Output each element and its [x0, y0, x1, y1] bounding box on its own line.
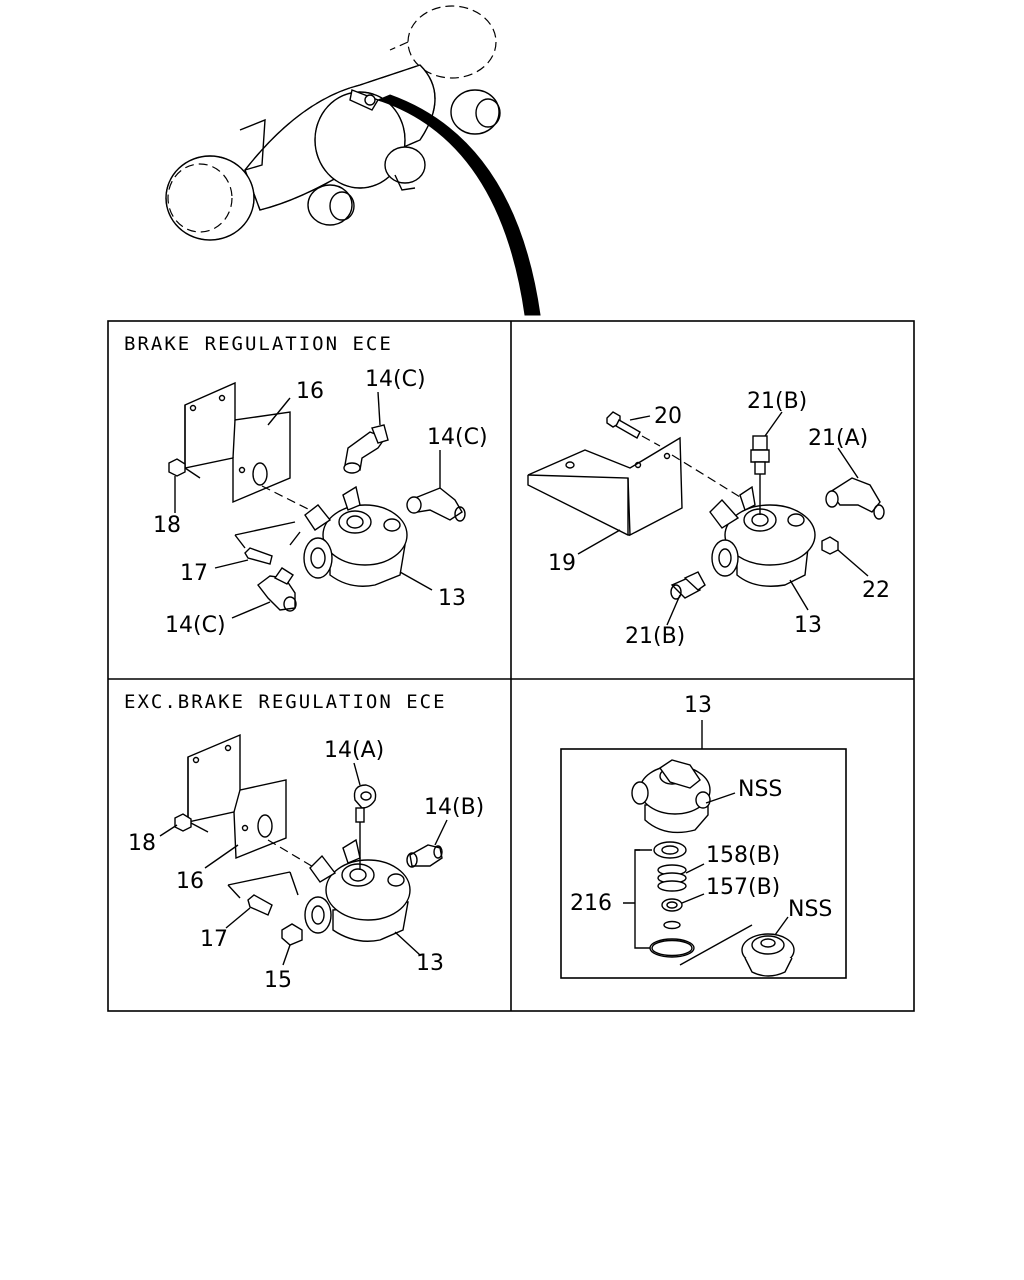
load-sensing-valve-13: [709, 485, 816, 587]
straight-fitting-14b: [406, 844, 443, 868]
valve-lower-body: [741, 933, 795, 977]
load-sensing-valve-13: [303, 485, 408, 587]
panel-top-right: 20 21(B) 21(A) 19 22 21(B) 13: [527, 389, 890, 649]
valve-upper-body: [631, 759, 711, 834]
bolt-20: [615, 419, 641, 439]
spring: [657, 864, 687, 892]
label-21a: 21(A): [808, 426, 868, 451]
exploded-view-box: [560, 748, 847, 979]
label-21b-bottom: 21(B): [625, 624, 685, 649]
label-16: 16: [176, 869, 204, 894]
label-22: 22: [862, 578, 890, 603]
bracket-19: [527, 436, 683, 537]
label-nss-lower: NSS: [788, 897, 832, 922]
seal-158b: [653, 841, 687, 859]
label-20: 20: [654, 404, 682, 429]
bolt-17: [244, 547, 273, 565]
elbow-fitting-21a: [825, 477, 885, 520]
label-157b: 157(B): [706, 875, 780, 900]
elbow-fitting-14c: [343, 424, 389, 474]
label-13: 13: [438, 586, 466, 611]
nut-18: [168, 458, 186, 477]
fitting-21b-top: [750, 435, 770, 515]
label-14a: 14(A): [324, 738, 384, 763]
label-17: 17: [200, 927, 228, 952]
label-216: 216: [570, 891, 612, 916]
o-ring: [649, 938, 695, 958]
elbow-fitting-14c-right: [406, 487, 466, 522]
label-158b: 158(B): [706, 843, 780, 868]
label-13: 13: [794, 613, 822, 638]
nut-22: [821, 536, 839, 555]
label-13: 13: [416, 951, 444, 976]
label-16: 16: [296, 379, 324, 404]
label-14c-top: 14(C): [365, 367, 426, 392]
label-nss-upper: NSS: [738, 777, 782, 802]
label-18: 18: [128, 831, 156, 856]
panel-title: BRAKE REGULATION ECE: [124, 333, 393, 355]
elbow-fitting-14c-bottom: [257, 567, 297, 612]
plug-15: [281, 923, 303, 946]
panel-valve-components: 13: [560, 693, 847, 979]
label-21b-top: 21(B): [747, 389, 807, 414]
label-14b: 14(B): [424, 795, 484, 820]
label-13: 13: [684, 693, 712, 718]
label-14c-bottom: 14(C): [165, 613, 226, 638]
bracket-16: [184, 381, 291, 504]
bolt-17: [247, 894, 273, 916]
panel-exc-brake-regulation-ece: EXC.BRAKE REGULATION ECE: [124, 691, 484, 993]
fitting-21b-bottom: [670, 571, 706, 600]
label-17: 17: [180, 561, 208, 586]
panel-grid: [107, 320, 915, 1012]
part-157b: [661, 898, 683, 912]
load-sensing-valve-13: [304, 838, 411, 942]
rear-axle-illustration: [165, 5, 541, 316]
label-19: 19: [548, 551, 576, 576]
label-15: 15: [264, 968, 292, 993]
panel-brake-regulation-ece: BRAKE REGULATION ECE: [124, 333, 488, 638]
banjo-fitting-14a: [353, 784, 377, 870]
label-14c-right: 14(C): [427, 425, 488, 450]
label-18: 18: [153, 513, 181, 538]
panel-title: EXC.BRAKE REGULATION ECE: [124, 691, 447, 713]
bracket-16: [187, 733, 287, 860]
